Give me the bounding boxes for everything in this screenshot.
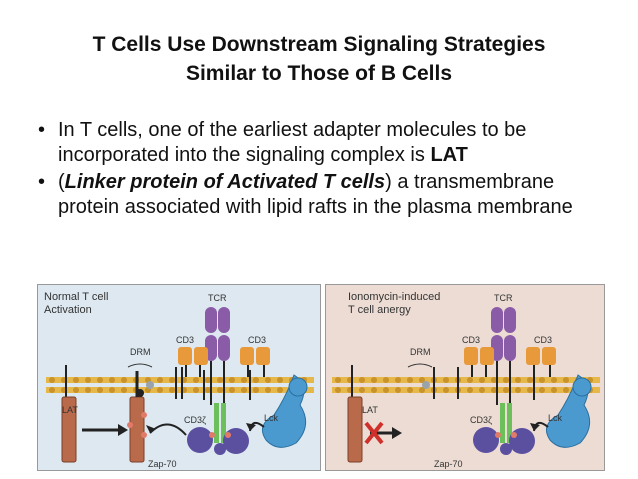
- bullet-2-open: (: [58, 171, 65, 193]
- panel-right-title-line-2: T cell anergy: [348, 304, 411, 316]
- bullet-symbol: •: [38, 171, 46, 193]
- panel-left-title: Normal T cell Activation: [44, 291, 108, 317]
- panel-right-title: Ionomycin-induced T cell anergy: [348, 291, 440, 317]
- cd3z-label: CD3ζ: [184, 415, 206, 425]
- cd3-label-a: CD3: [462, 335, 481, 345]
- tcr-label: TCR: [208, 293, 227, 303]
- panel-left-diagram: [46, 307, 314, 463]
- bullet-2-bolditalic: Linker protein of Activated T cells: [64, 171, 386, 193]
- bullet-item: • In T cells, one of the earliest adapte…: [38, 118, 618, 168]
- cd3-label-b: CD3: [534, 335, 553, 345]
- bullet-list: • In T cells, one of the earliest adapte…: [38, 118, 618, 222]
- zap70-label: Zap-70: [434, 459, 463, 469]
- panel-normal-activation: Normal T cell Activation TCR CD3 CD3 DRM…: [37, 284, 321, 471]
- signaling-figure: Normal T cell Activation TCR CD3 CD3 DRM…: [37, 284, 605, 471]
- cd3z-label: CD3ζ: [470, 415, 492, 425]
- lck-label: Lck: [264, 413, 279, 423]
- bullet-1-bold: LAT: [430, 144, 468, 166]
- panel-right-diagram: [332, 307, 600, 463]
- panel-left-title-line-1: Normal T cell: [44, 291, 109, 303]
- bullet-item: • (Linker protein of Activated T cells) …: [38, 170, 618, 220]
- cd3-label-a: CD3: [176, 335, 195, 345]
- cd3-label-b: CD3: [248, 335, 267, 345]
- tcr-label: TCR: [494, 293, 513, 303]
- bullet-1-text: In T cells, one of the earliest adapter …: [58, 119, 527, 166]
- panel-left-title-line-2: Activation: [44, 304, 92, 316]
- zap70-label: Zap-70: [148, 459, 177, 469]
- title-line-1: T Cells Use Downstream Signaling Strateg…: [92, 33, 546, 56]
- lat-label: LAT: [62, 405, 78, 415]
- bullet-symbol: •: [38, 119, 46, 141]
- panel-right-title-line-1: Ionomycin-induced: [348, 291, 441, 303]
- drm-label: DRM: [130, 347, 151, 357]
- drm-label: DRM: [410, 347, 431, 357]
- lck-label: Lck: [548, 413, 563, 423]
- slide-title: T Cells Use Downstream Signaling Strateg…: [0, 30, 638, 88]
- title-line-2: Similar to Those of B Cells: [185, 62, 453, 85]
- panel-anergy: Ionomycin-induced T cell anergy TCR CD3 …: [325, 284, 605, 471]
- lat-label: LAT: [362, 405, 378, 415]
- bullet-2-rest: ) a transmembrane protein associated wit…: [58, 171, 573, 218]
